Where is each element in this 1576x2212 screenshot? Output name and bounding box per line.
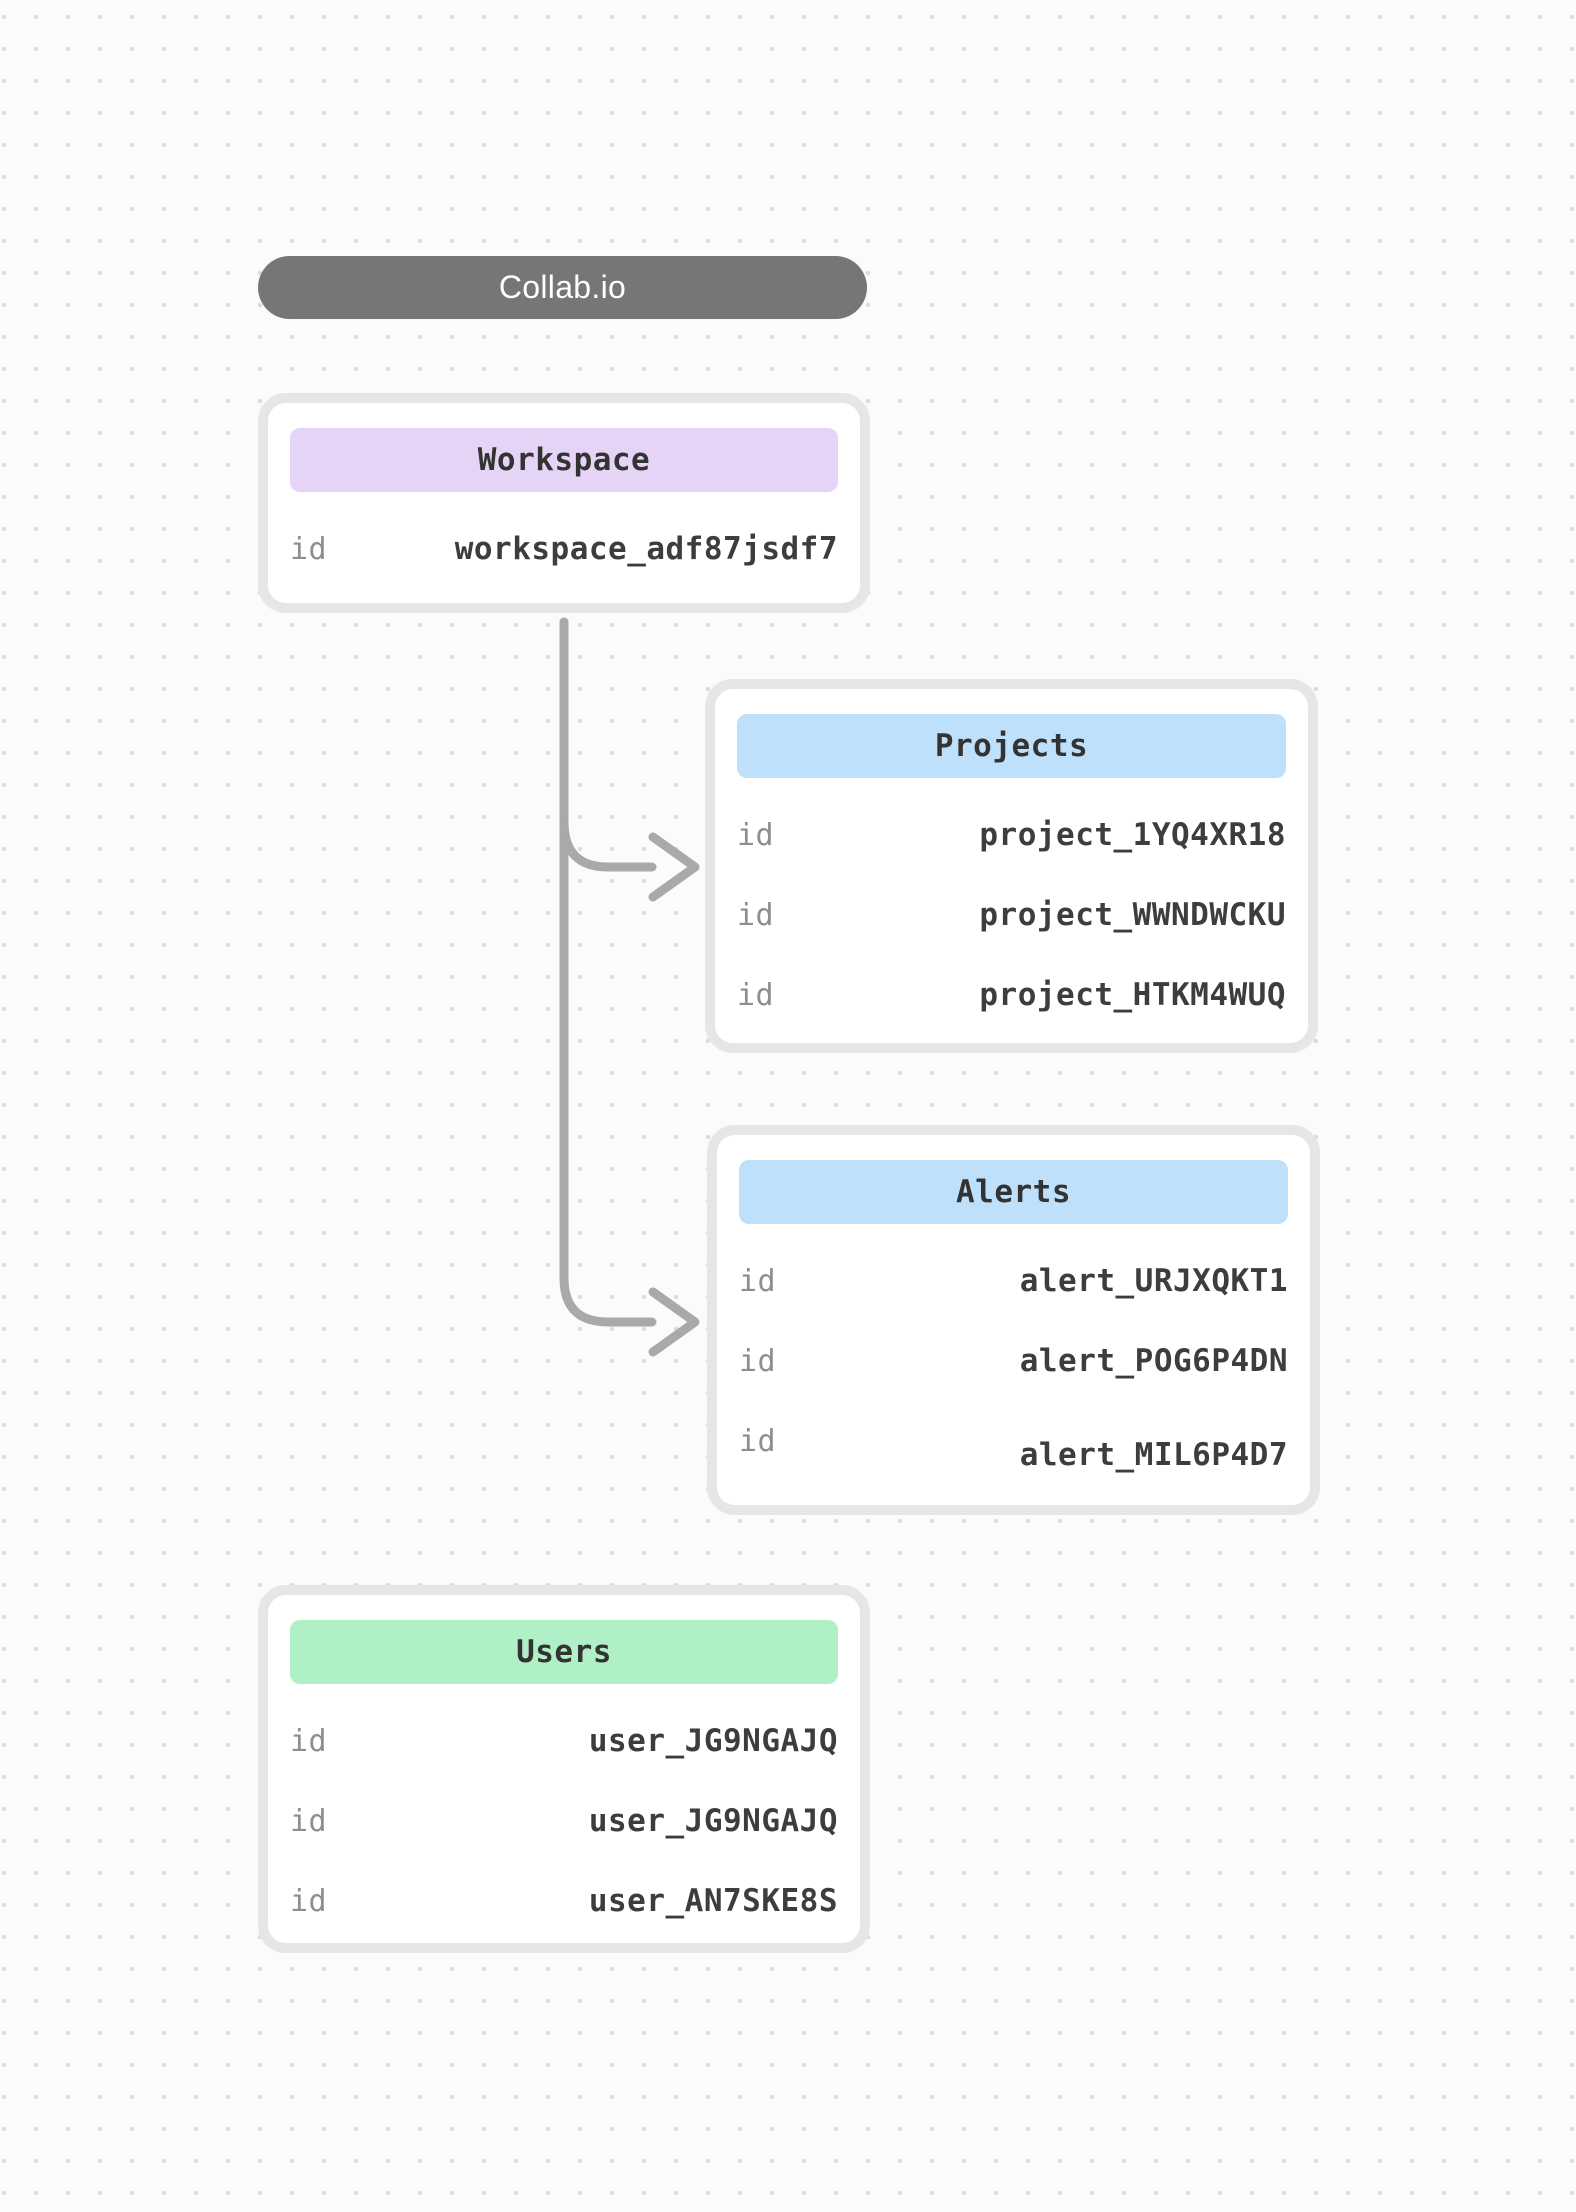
workspace-card-header: Workspace	[290, 428, 838, 492]
row-value: alert_URJXQKT1	[1019, 1263, 1288, 1299]
app-title-pill: Collab.io	[258, 256, 867, 319]
entity-card-projects: Projects id project_1YQ4XR18 id project_…	[705, 679, 1318, 1053]
entity-card-users: Users id user_JG9NGAJQ id user_JG9NGAJQ …	[258, 1585, 870, 1953]
table-row: id project_WWNDWCKU	[737, 875, 1286, 955]
row-label: id	[290, 1803, 328, 1839]
row-label: id	[290, 1723, 328, 1759]
entity-card-alerts: Alerts id alert_URJXQKT1 id alert_POG6P4…	[707, 1125, 1320, 1515]
workspace-card-rows: id workspace_adf87jsdf7	[290, 509, 838, 589]
row-value: user_JG9NGAJQ	[588, 1803, 838, 1839]
row-value: user_JG9NGAJQ	[588, 1723, 838, 1759]
row-label: id	[290, 531, 328, 567]
table-row: id workspace_adf87jsdf7	[290, 509, 838, 589]
table-row: id project_1YQ4XR18	[737, 795, 1286, 875]
projects-card-header: Projects	[737, 714, 1286, 778]
workspace-to-projects-line	[559, 817, 657, 872]
row-label: id	[739, 1343, 777, 1379]
table-row: id alert_POG6P4DN	[739, 1321, 1288, 1401]
table-row: id user_JG9NGAJQ	[290, 1701, 838, 1781]
users-card-header: Users	[290, 1620, 838, 1684]
table-row: id user_JG9NGAJQ	[290, 1781, 838, 1861]
row-label: id	[739, 1263, 777, 1299]
alerts-card-header: Alerts	[739, 1160, 1288, 1224]
row-label: id	[737, 817, 775, 853]
row-value: project_1YQ4XR18	[979, 817, 1286, 853]
row-label: id	[290, 1883, 328, 1919]
row-value: alert_POG6P4DN	[1019, 1343, 1288, 1379]
row-value: user_AN7SKE8S	[588, 1883, 838, 1919]
table-row: id project_HTKM4WUQ	[737, 955, 1286, 1035]
users-card-title: Users	[516, 1634, 612, 1670]
table-row: id alert_MIL6P4D7	[739, 1401, 1288, 1481]
table-row: id user_AN7SKE8S	[290, 1861, 838, 1941]
workspace-to-alerts-line	[559, 617, 657, 1327]
row-value: project_WWNDWCKU	[979, 897, 1286, 933]
projects-card-title: Projects	[934, 728, 1089, 764]
projects-card-rows: id project_1YQ4XR18 id project_WWNDWCKU …	[737, 795, 1286, 1035]
alerts-card-title: Alerts	[956, 1174, 1071, 1210]
users-card-rows: id user_JG9NGAJQ id user_JG9NGAJQ id use…	[290, 1701, 838, 1941]
row-value: workspace_adf87jsdf7	[454, 531, 838, 567]
entity-card-workspace: Workspace id workspace_adf87jsdf7	[258, 393, 870, 613]
workspace-to-alerts-arrowhead-icon	[648, 1287, 700, 1357]
workspace-to-projects-arrowhead-icon	[648, 832, 700, 902]
table-row: id alert_URJXQKT1	[739, 1241, 1288, 1321]
row-value: alert_MIL6P4D7	[1019, 1437, 1288, 1473]
row-value: project_HTKM4WUQ	[979, 977, 1286, 1013]
row-label: id	[737, 897, 775, 933]
alerts-card-rows: id alert_URJXQKT1 id alert_POG6P4DN id a…	[739, 1241, 1288, 1481]
workspace-card-title: Workspace	[477, 442, 651, 478]
row-label: id	[739, 1423, 777, 1459]
row-label: id	[737, 977, 775, 1013]
app-title: Collab.io	[498, 269, 627, 305]
